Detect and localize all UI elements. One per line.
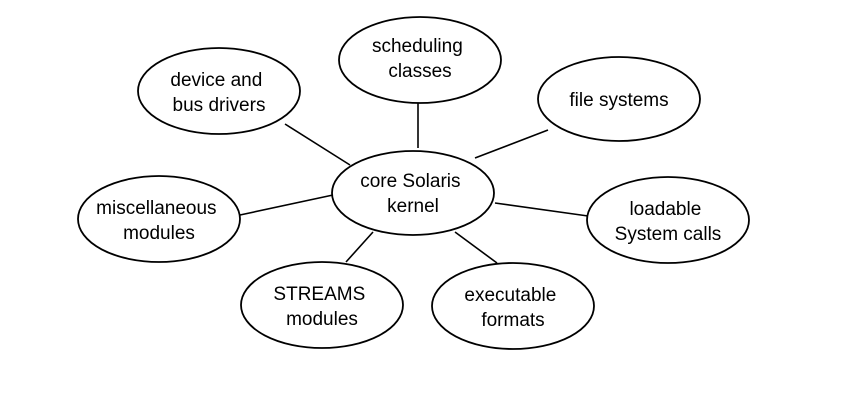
connector-miscellaneous-modules (239, 194, 334, 216)
node-loadable-system-calls: loadable System calls (586, 176, 750, 264)
node-streams-modules-line-2: modules (286, 309, 358, 330)
connector-streams-modules (345, 231, 374, 263)
node-file-systems-line-1: file systems (569, 90, 668, 111)
node-scheduling-classes-line-1: scheduling (372, 36, 463, 57)
node-streams-modules-label: STREAMS modules (273, 284, 370, 330)
node-executable-formats-label: executable formats (464, 285, 561, 331)
node-loadable-system-calls-line-2: System calls (615, 224, 722, 245)
connector-executable-formats (454, 231, 498, 264)
node-file-systems: file systems (537, 56, 701, 142)
connector-device-and-bus-drivers (284, 123, 351, 166)
node-executable-formats: executable formats (431, 262, 595, 350)
node-device-and-bus-drivers: device and bus drivers (137, 47, 301, 135)
node-miscellaneous-modules-line-2: modules (123, 223, 195, 244)
connector-loadable-system-calls (494, 202, 589, 217)
node-core-solaris-kernel-shape (331, 150, 495, 236)
node-scheduling-classes-line-2: classes (388, 61, 451, 82)
node-executable-formats-line-1: executable (464, 285, 556, 306)
node-core-solaris-kernel: core Solaris kernel (331, 150, 495, 236)
node-device-and-bus-drivers-line-1: device and (170, 70, 262, 91)
connector-file-systems (474, 129, 549, 159)
node-loadable-system-calls-line-1: loadable (629, 199, 701, 220)
node-scheduling-classes-shape (338, 16, 502, 104)
node-device-and-bus-drivers-shape (137, 47, 301, 135)
node-loadable-system-calls-shape (586, 176, 750, 264)
node-core-solaris-kernel-label: core Solaris kernel (360, 171, 466, 217)
node-core-solaris-kernel-line-2: kernel (387, 196, 439, 217)
node-streams-modules-shape (240, 261, 404, 349)
node-miscellaneous-modules-shape (77, 175, 241, 263)
node-streams-modules-line-1: STREAMS (273, 284, 365, 305)
node-loadable-system-calls-label: loadable System calls (615, 199, 722, 245)
node-core-solaris-kernel-line-1: core Solaris (360, 171, 460, 192)
node-scheduling-classes-label: scheduling classes (372, 36, 468, 82)
node-device-and-bus-drivers-line-2: bus drivers (173, 95, 266, 116)
node-executable-formats-shape (431, 262, 595, 350)
node-file-systems-label: file systems (569, 90, 668, 111)
node-executable-formats-line-2: formats (481, 310, 544, 331)
node-miscellaneous-modules: miscellaneous modules (77, 175, 241, 263)
node-device-and-bus-drivers-label: device and bus drivers (170, 70, 267, 116)
node-file-systems-shape (537, 56, 701, 142)
connectors (239, 103, 589, 264)
node-streams-modules: STREAMS modules (240, 261, 404, 349)
node-miscellaneous-modules-label: miscellaneous modules (96, 198, 222, 244)
node-miscellaneous-modules-line-1: miscellaneous (96, 198, 216, 219)
node-scheduling-classes: scheduling classes (338, 16, 502, 104)
